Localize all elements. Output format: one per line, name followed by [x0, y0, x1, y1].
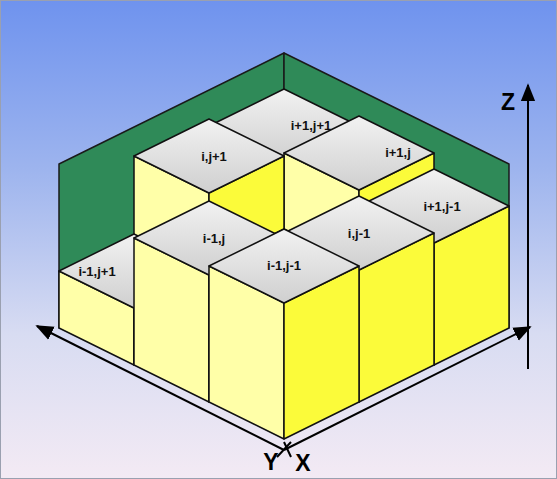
cell-label: i-1,j+1 — [78, 264, 115, 279]
y-axis — [37, 326, 284, 450]
cell-label: i-1,j — [203, 231, 225, 246]
axis-tick — [277, 442, 291, 457]
columns — [59, 89, 509, 439]
cell-label: i,j+1 — [201, 149, 227, 164]
axes — [37, 85, 530, 450]
column-top-face — [134, 119, 284, 193]
axis-label: X — [295, 450, 310, 477]
axis-cross — [277, 442, 291, 457]
column-top-face — [284, 116, 434, 190]
cell-label: i,j-1 — [348, 226, 370, 241]
column-top-face — [209, 229, 359, 303]
cell-label: i-1,j-1 — [267, 258, 301, 273]
x-axis — [284, 327, 530, 450]
height-column — [209, 229, 359, 439]
z-axis — [527, 85, 529, 369]
cell-label: i+1,j+1 — [291, 118, 331, 133]
cell-label: i+1,j — [385, 145, 411, 160]
cell-label: i+1,j-1 — [423, 199, 460, 214]
axis-label: Y — [263, 449, 278, 476]
axis-label: Z — [501, 89, 515, 116]
